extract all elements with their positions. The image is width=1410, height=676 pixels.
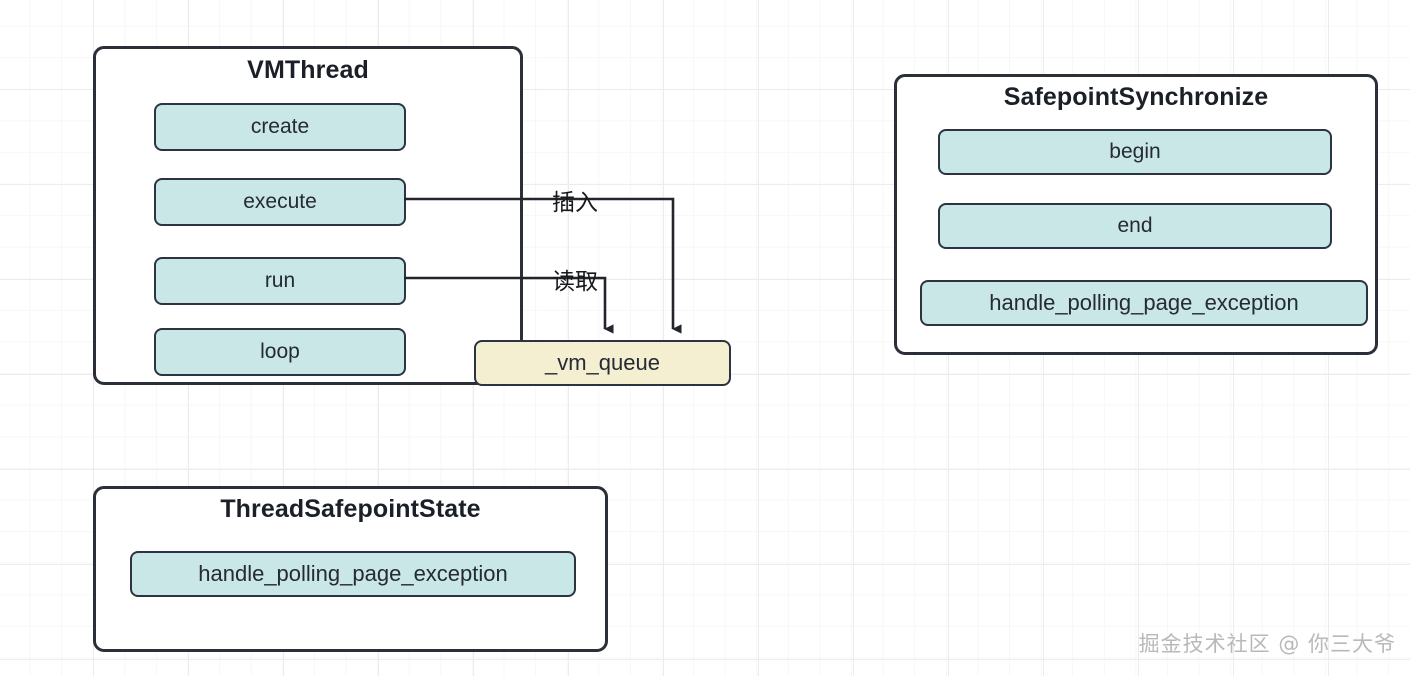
method-box-begin[interactable]: begin <box>938 129 1332 175</box>
edge-label-insert: 插入 <box>552 189 598 215</box>
method-label: create <box>250 115 310 138</box>
method-label: handle_polling_page_exception <box>198 561 508 586</box>
panel-vmthread[interactable]: VMThread create execute run loop <box>93 46 523 385</box>
method-box-run[interactable]: run <box>154 257 406 305</box>
method-box-create[interactable]: create <box>154 103 406 151</box>
field-box-vm-queue[interactable]: _vm_queue <box>474 340 731 386</box>
method-label: run <box>264 269 296 292</box>
method-label: begin <box>1109 140 1161 163</box>
method-box-loop[interactable]: loop <box>154 328 406 376</box>
panel-title-safepointsynchronize: SafepointSynchronize <box>1003 83 1269 111</box>
method-box-execute[interactable]: execute <box>154 178 406 226</box>
panel-title-threadsafepointstate: ThreadSafepointState <box>220 495 481 523</box>
field-label: _vm_queue <box>545 350 660 375</box>
panel-title-vmthread: VMThread <box>247 56 369 84</box>
panel-safepointsynchronize[interactable]: SafepointSynchronize begin end handle_po… <box>894 74 1378 355</box>
method-label: end <box>1117 214 1153 237</box>
method-label: loop <box>260 340 300 363</box>
method-label: execute <box>243 190 317 213</box>
watermark: 掘金技术社区 @ 你三大爷 <box>1138 632 1396 656</box>
panel-threadsafepointstate[interactable]: ThreadSafepointState handle_polling_page… <box>93 486 608 652</box>
method-box-end[interactable]: end <box>938 203 1332 249</box>
method-box-handle-polling-page-exception[interactable]: handle_polling_page_exception <box>920 280 1368 326</box>
method-box-handle-polling-page-exception-tss[interactable]: handle_polling_page_exception <box>130 551 576 597</box>
edge-label-read: 读取 <box>552 268 598 294</box>
method-label: handle_polling_page_exception <box>989 290 1299 315</box>
